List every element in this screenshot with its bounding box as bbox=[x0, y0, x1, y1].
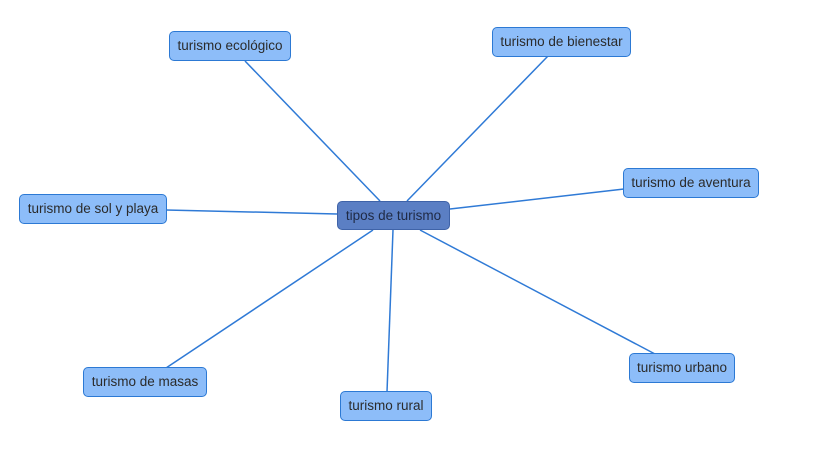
edge-sol-y-playa bbox=[165, 209, 338, 215]
node-turismo-rural[interactable]: turismo rural bbox=[340, 391, 432, 421]
edge-aventura bbox=[449, 188, 625, 210]
edge-bienestar bbox=[406, 55, 549, 202]
root-node-label: tipos de turismo bbox=[345, 208, 442, 223]
node-label: turismo urbano bbox=[636, 360, 728, 375]
node-label: turismo de aventura bbox=[631, 175, 751, 190]
node-turismo-de-bienestar[interactable]: turismo de bienestar bbox=[492, 27, 631, 57]
node-label: turismo de masas bbox=[91, 374, 199, 389]
node-turismo-de-aventura[interactable]: turismo de aventura bbox=[623, 168, 759, 198]
root-node-tipos-de-turismo[interactable]: tipos de turismo bbox=[337, 201, 450, 230]
node-turismo-ecologico[interactable]: turismo ecológico bbox=[169, 31, 291, 61]
node-turismo-de-masas[interactable]: turismo de masas bbox=[83, 367, 207, 397]
node-label: turismo ecológico bbox=[177, 38, 283, 53]
node-label: turismo rural bbox=[348, 398, 424, 413]
node-turismo-de-sol-y-playa[interactable]: turismo de sol y playa bbox=[19, 194, 167, 224]
edge-urbano bbox=[419, 229, 656, 355]
edge-masas bbox=[165, 229, 374, 369]
edge-rural bbox=[386, 229, 394, 393]
node-turismo-urbano[interactable]: turismo urbano bbox=[629, 353, 735, 383]
edge-ecologico bbox=[244, 60, 381, 202]
node-label: turismo de sol y playa bbox=[27, 201, 159, 216]
node-label: turismo de bienestar bbox=[500, 34, 623, 49]
